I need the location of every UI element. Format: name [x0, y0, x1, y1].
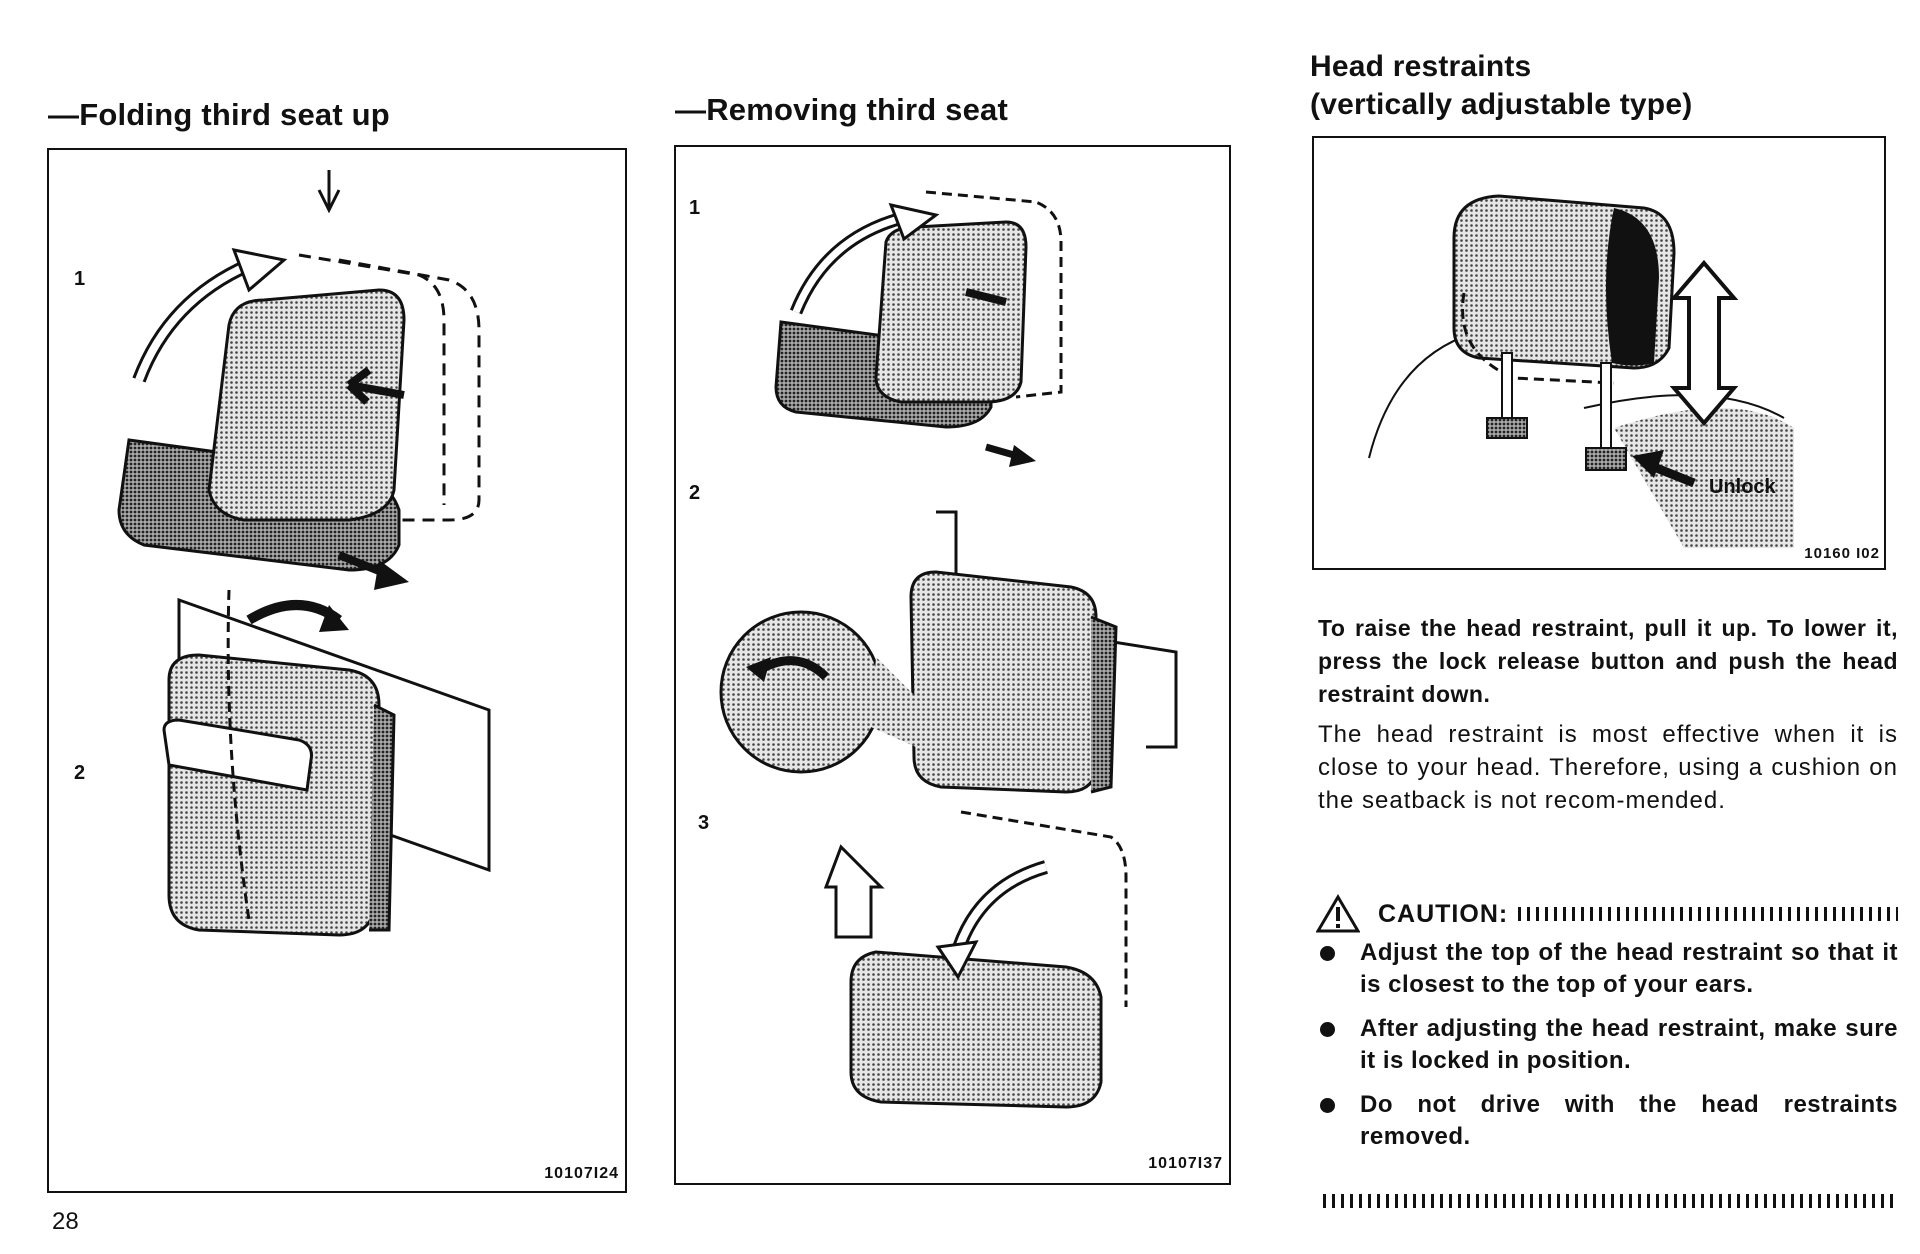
head-restraint-figure-code: 10160 I02: [1804, 545, 1880, 562]
caution-item-text: After adjusting the head restraint, make…: [1360, 1015, 1898, 1074]
head-restraint-illustration: [1368, 194, 1794, 548]
removing-figure-code: 10107I37: [1148, 1155, 1223, 1172]
head-restraints-heading: Head restraints (vertically adjustable t…: [1310, 48, 1692, 124]
caution-label: CAUTION:: [1378, 899, 1509, 928]
folding-figure-code: 10107I24: [544, 1165, 619, 1182]
head-restraint-figure: Unlock 10160 I02: [1312, 136, 1886, 570]
head-restraints-title: Head restraints: [1310, 50, 1532, 83]
caution-item: Do not drive with the head restraints re…: [1318, 1089, 1898, 1153]
caution-list: Adjust the top of the head restraint so …: [1318, 937, 1898, 1165]
caution-item-text: Do not drive with the head restraints re…: [1360, 1091, 1898, 1150]
caution-item: After adjusting the head restraint, make…: [1318, 1013, 1898, 1077]
raise-lower-instructions: To raise the head restraint, pull it up.…: [1318, 615, 1898, 707]
folding-third-seat-heading: —Folding third seat up: [48, 97, 390, 132]
step-number-2: 2: [74, 762, 86, 784]
removing-seat-illustration: [719, 190, 1178, 1109]
caution-item-text: Adjust the top of the head restraint so …: [1360, 939, 1898, 998]
step-number-1: 1: [689, 197, 701, 219]
effectiveness-note: The head restraint is most effective whe…: [1318, 721, 1898, 814]
removing-third-seat-heading: —Removing third seat: [675, 92, 1008, 127]
step-number-3: 3: [698, 812, 710, 834]
caution-end-rule: [1323, 1194, 1898, 1208]
unlock-label: Unlock: [1709, 476, 1776, 498]
page-number: 28: [52, 1208, 79, 1235]
bullet-icon: [1320, 1098, 1335, 1113]
step-number-1: 1: [74, 268, 86, 290]
head-restraints-subtitle: (vertically adjustable type): [1310, 88, 1693, 121]
folding-seat-figure: 1 2 10107I24: [47, 148, 627, 1193]
caution-item: Adjust the top of the head restraint so …: [1318, 937, 1898, 1001]
folding-seat-illustration: [117, 170, 491, 937]
warning-triangle-icon: [1316, 894, 1360, 933]
caution-header: CAUTION:: [1316, 893, 1898, 935]
bullet-icon: [1320, 1022, 1335, 1037]
bullet-icon: [1320, 946, 1335, 961]
step-number-2: 2: [689, 482, 701, 504]
caution-rule: [1518, 907, 1898, 921]
removing-seat-figure: 1 2 3 10107I37: [674, 145, 1231, 1185]
